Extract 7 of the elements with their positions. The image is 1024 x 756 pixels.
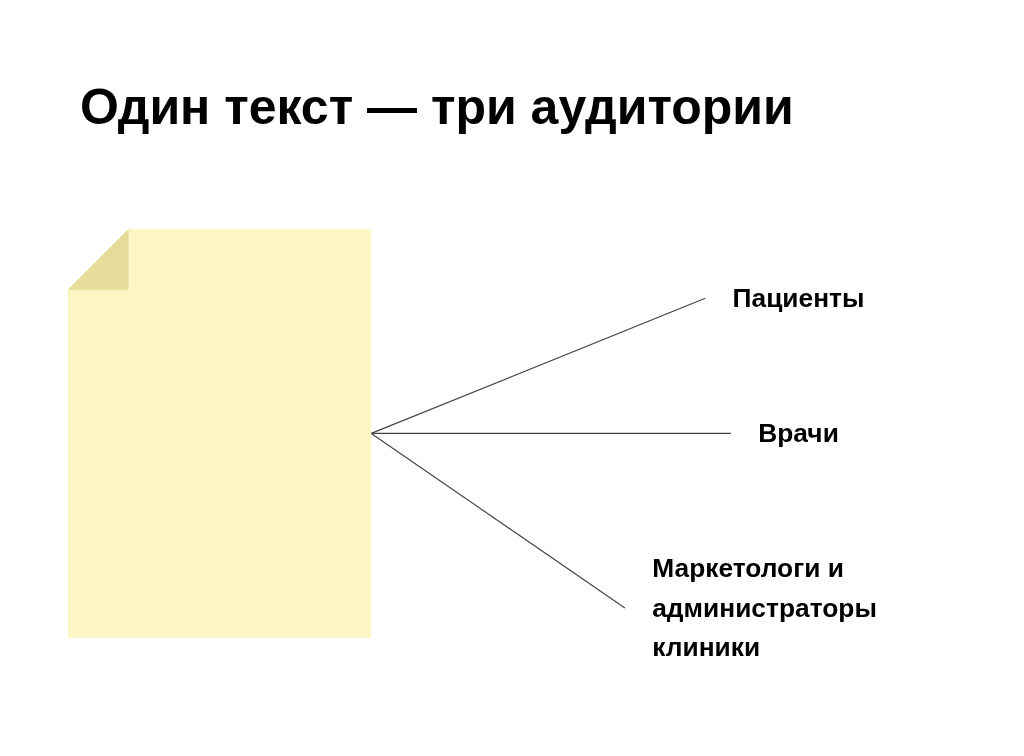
- connector: [370, 297, 706, 434]
- node-text: Врачи: [758, 418, 839, 448]
- connector: [370, 432, 626, 609]
- connector: [370, 432, 732, 434]
- node-text: Маркетологи и администраторы клиники: [652, 553, 877, 662]
- node-text: Пациенты: [732, 283, 865, 313]
- diagram-title: Один текст — три аудитории: [80, 78, 794, 136]
